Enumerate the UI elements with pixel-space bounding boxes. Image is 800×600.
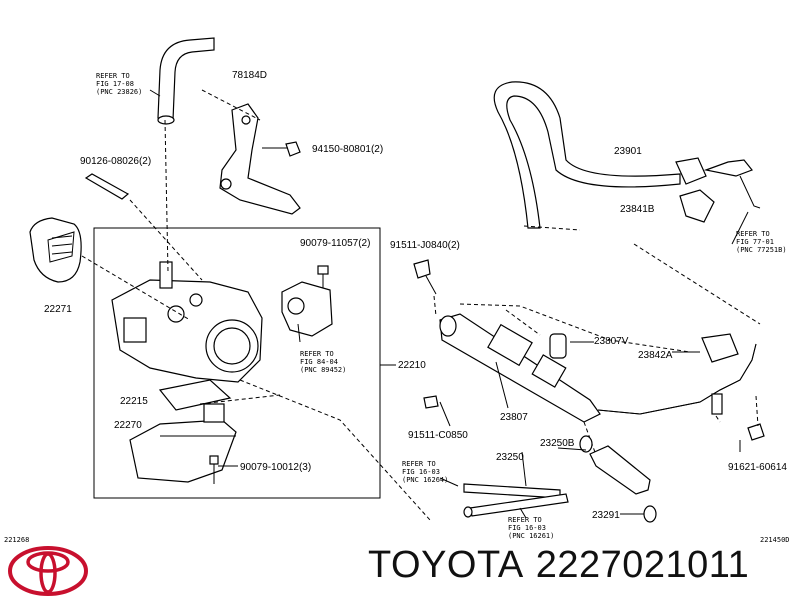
svg-text:FIG 16-03: FIG 16-03 xyxy=(402,468,440,476)
callout-23807V: 23807V xyxy=(594,336,629,347)
svg-text:FIG 84-04: FIG 84-04 xyxy=(300,358,338,366)
svg-text:(PNC 77251B): (PNC 77251B) xyxy=(736,246,787,254)
callout-91621-60614: 91621-60614 xyxy=(728,462,787,473)
stud-drawing xyxy=(84,173,130,200)
toyota-logo xyxy=(8,546,88,596)
svg-text:REFER TO: REFER TO xyxy=(300,350,334,358)
fuel-rail-drawing xyxy=(439,313,601,423)
callout-23901: 23901 xyxy=(614,146,642,157)
assembly-frame xyxy=(93,227,381,499)
callout-23842A: 23842A xyxy=(638,350,673,361)
svg-text:REFER TO: REFER TO xyxy=(402,460,436,468)
callout-91511-J0840: 91511-J0840(2) xyxy=(390,240,460,251)
clamp-23842A xyxy=(701,333,739,363)
ref-note-5: REFER TO FIG 16-03 (PNC 16261) xyxy=(508,516,554,540)
svg-text:(PNC 89452): (PNC 89452) xyxy=(300,366,346,374)
svg-text:REFER TO: REFER TO xyxy=(96,72,130,80)
callout-90126-08026: 90126-08026(2) xyxy=(80,156,151,167)
callout-90079-11057: 90079-11057(2) xyxy=(300,238,370,249)
screw-90079-10012 xyxy=(209,455,219,484)
callout-78184D: 78184D xyxy=(232,70,267,81)
svg-text:(PNC 16261): (PNC 16261) xyxy=(508,532,554,540)
screw-90079-11057 xyxy=(317,265,329,288)
pipe-drawing xyxy=(597,343,757,415)
bolt-91621 xyxy=(747,423,765,441)
svg-text:(PNC 16264): (PNC 16264) xyxy=(402,476,448,484)
svg-text:(PNC 23826): (PNC 23826) xyxy=(96,88,142,96)
ref-note-2: REFER TO FIG 84-04 (PNC 89452) xyxy=(300,350,346,374)
brand-name: TOYOTA xyxy=(368,544,524,586)
bracket-drawing xyxy=(219,103,301,215)
callout-94150-80801: 94150-80801(2) xyxy=(312,144,383,155)
bolt-91511-J0840 xyxy=(413,259,437,295)
callout-23250: 23250 xyxy=(496,452,524,463)
injector-drawing xyxy=(579,435,657,523)
callout-23250B: 23250B xyxy=(540,438,575,449)
callout-91511-C0850: 91511-C0850 xyxy=(408,430,468,441)
vacuum-hose-drawing xyxy=(157,37,215,125)
ref-note-3: REFER TO FIG 77-01 (PNC 77251B) xyxy=(736,230,787,254)
svg-text:REFER TO: REFER TO xyxy=(508,516,542,524)
svg-text:REFER TO: REFER TO xyxy=(736,230,770,238)
part-number: 2227021011 xyxy=(535,544,750,586)
bolt-91511-C0850 xyxy=(423,395,439,409)
brand-title: TOYOTA 2227021011 xyxy=(368,544,761,587)
ref-note-4: REFER TO FIG 16-03 (PNC 16264) xyxy=(402,460,448,484)
callout-23807: 23807 xyxy=(500,412,528,423)
callout-90079-10012: 90079-10012(3) xyxy=(240,462,311,473)
throttle-body-drawing xyxy=(111,261,263,383)
gasket-drawing xyxy=(29,217,82,283)
svg-text:FIG 77-01: FIG 77-01 xyxy=(736,238,774,246)
bolt-94150 xyxy=(285,141,301,157)
callout-22270: 22270 xyxy=(114,420,142,431)
hose-pipes-drawing xyxy=(463,483,569,518)
callout-22215: 22215 xyxy=(120,396,148,407)
callout-22271: 22271 xyxy=(44,304,72,315)
ref-note-1: REFER TO FIG 17-08 (PNC 23826) xyxy=(96,72,142,96)
sensor-drawing xyxy=(281,281,333,337)
callout-22210: 22210 xyxy=(398,360,426,371)
svg-text:FIG 17-08: FIG 17-08 xyxy=(96,80,134,88)
damper-23807V xyxy=(549,333,567,359)
gasket-22215-drawing xyxy=(158,379,232,411)
callout-23291: 23291 xyxy=(592,510,620,521)
fuel-hose-drawing xyxy=(493,81,753,229)
diagram-code-right: 221450D xyxy=(760,536,790,544)
diagram-code-left: 221268 xyxy=(4,536,29,544)
svg-text:FIG 16-03: FIG 16-03 xyxy=(508,524,546,532)
idle-valve-drawing xyxy=(129,403,237,483)
callout-23841B: 23841B xyxy=(620,204,655,215)
clip-23841B xyxy=(679,189,715,223)
